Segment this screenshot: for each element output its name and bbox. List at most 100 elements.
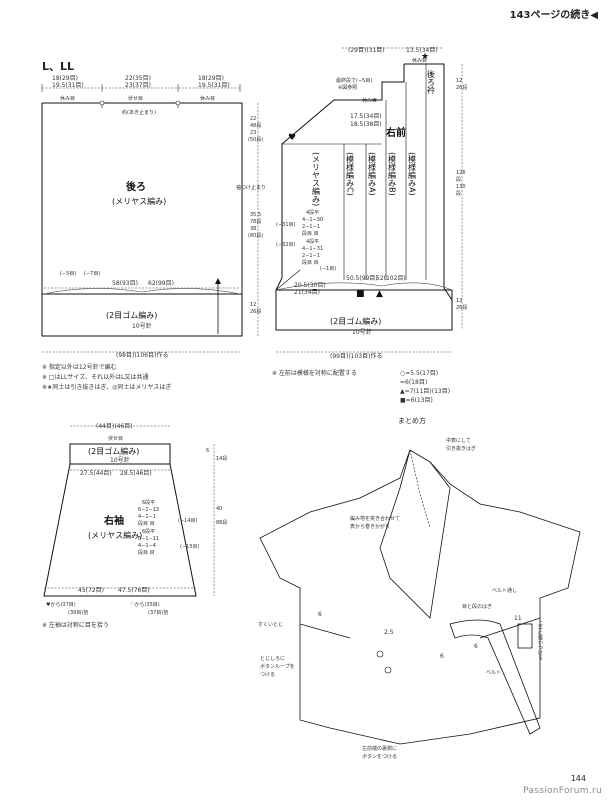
sleeve-from1: ♥から(37目) <box>46 601 76 608</box>
back-top-right: 18(29目) <box>198 75 224 82</box>
assembly-c1: 中表にして <box>446 437 471 444</box>
size-label: L、LL <box>42 60 75 73</box>
sleeve-rib: (2目ゴム編み) <box>88 446 139 456</box>
front-dec4: 段目 目 <box>302 230 319 237</box>
back-diagram: 18(29目) 19.5(31目) 22(35目) 23(37目) 18(29目… <box>41 75 266 359</box>
front-dec6: 4−1−31 <box>302 246 323 252</box>
front-dec5: 4段平 <box>306 238 319 245</box>
sleeve-side-top2: 14段 <box>216 455 227 462</box>
front-pattern-a: (模様編みA) <box>368 152 377 196</box>
square-mark: ■ <box>356 289 365 299</box>
back-top-mid-ll: 23(37目) <box>125 82 151 89</box>
back-stitch: (メリヤス編み) <box>112 196 166 206</box>
sleeve-side-body: 40 <box>216 506 222 512</box>
front-pattern-b: (模様編みB) <box>388 152 397 196</box>
legend-3: ▲=7(11目)(13目) <box>400 388 451 395</box>
front-collar: 後ろ衿 <box>427 69 436 95</box>
back-side-rib2: 26段 <box>250 308 261 315</box>
assembly-d6: 6 <box>318 611 322 618</box>
note-size: ※ □はLLサイズ、それ以外はL又は共通 <box>42 374 149 381</box>
sleeve-inc3: 4−1−1 <box>138 514 156 520</box>
assembly-title: まとめ方 <box>398 417 426 425</box>
back-sleeve-mark: 袖つけ止まり <box>236 184 266 191</box>
sleeve-inc5: 6段平 <box>142 528 155 535</box>
assembly-c12: 目と段のはぎ <box>462 603 492 610</box>
triangle-mark: ▲ <box>376 289 383 299</box>
front-neck4: 17.5(34目) <box>350 113 382 120</box>
sleeve-from1b: (39目)拾 <box>68 609 88 616</box>
back-dec-left: (−5目) <box>60 271 76 277</box>
assembly-diagram: 中表にして 引き抜きはぎ 編み地を突き合わせて 表から巻きかがり すくいとじ と… <box>258 437 581 760</box>
front-title: 右前 <box>385 126 406 139</box>
back-rest-right: 休み目 <box>200 95 215 102</box>
assembly-d6b: 6 <box>474 643 478 650</box>
back-side-top: 22 <box>250 116 256 122</box>
back-cast-on: (98目)(106目)作る <box>116 351 168 359</box>
front-dec3: 2−1−1 <box>302 224 320 230</box>
sleeve-title: 右袖 <box>103 514 124 527</box>
front-diagram: (29目)(31目) 13.5(34目) 休み目 ★ 右前 (メリヤス編み) (… <box>275 47 467 360</box>
front-neck1: 最終段で(−5目) <box>336 77 372 84</box>
back-side-rib: 12 <box>250 302 256 308</box>
front-needle: 10号針 <box>352 328 372 336</box>
legend-4: ■=6(13目) <box>400 397 433 404</box>
sleeve-width1: 27.5(44目) <box>80 470 112 477</box>
front-bottom1: 20.5(30目) <box>294 282 326 289</box>
back-needle: 10号針 <box>132 322 152 330</box>
back-top-left: 18(29目) <box>52 75 78 82</box>
assembly-c4: 表から巻きかがり <box>350 523 390 530</box>
page-number: 144 <box>570 774 586 783</box>
heart-mark: ♥ <box>288 133 296 143</box>
front-stitch: (メリヤス編み) <box>312 152 321 206</box>
back-rib: (2目ゴム編み) <box>106 310 157 320</box>
sleeve-bottom1: 45(72目) <box>78 587 104 594</box>
continued-note: 143ページの続き◀ <box>509 10 598 21</box>
front-rib: (2目ゴム編み) <box>330 316 381 326</box>
sleeve-diagram: (44目)(46目) 伏せ目 (2目ゴム編み) 10号針 27.5(44目) 2… <box>43 423 227 616</box>
back-dec-right: (−7目) <box>84 271 100 277</box>
assembly-c3: 編み地を突き合わせて <box>350 515 400 522</box>
sleeve-side-body2: 88段 <box>216 519 227 526</box>
sleeve-inc1: 6段平 <box>142 499 155 506</box>
note-front: ※ 左前は模様を対称に配置する <box>272 370 357 377</box>
sleeve-inc8: 段目 目 <box>138 549 155 556</box>
back-side-body3: 38 <box>250 226 256 232</box>
sleeve-bottom2: 47.5(76目) <box>118 587 150 594</box>
back-side-body4: (80段) <box>248 232 263 239</box>
front-top2: 13.5(34目) <box>406 47 438 54</box>
legend-1: ○=5.5(17目) <box>400 370 439 377</box>
back-top-mid: 22(35目) <box>125 75 151 82</box>
assembly-c6: とじしろに <box>260 656 285 662</box>
sleeve-inc6: 6−1−11 <box>138 536 159 542</box>
legend-2: =6(18目) <box>400 379 428 386</box>
front-pattern-c: (模様編みC) <box>346 152 355 196</box>
assembly-c9: 左前端の裏側に <box>362 745 397 752</box>
back-side-top4: (50段) <box>248 136 263 143</box>
back-side-top2: 48段 <box>250 122 261 129</box>
sleeve-side-top: 6 <box>206 448 209 454</box>
front-pattern-a2: (模様編みA) <box>408 152 417 196</box>
sleeve-minus15: (−15目) <box>180 544 200 550</box>
front-side-top2: 26段 <box>456 84 467 91</box>
front-neck5: 18.5(38目) <box>350 121 382 128</box>
back-side-body2: 78段 <box>250 218 261 225</box>
assembly-d25: 2.5 <box>384 629 394 636</box>
front-side-rib2: 26段 <box>456 304 467 311</box>
assembly-d11: 11 <box>514 615 522 622</box>
sleeve-minus14: (−14目) <box>178 518 198 524</box>
front-side-top: 12 <box>456 78 462 84</box>
back-side-body: 35.5 <box>250 212 261 218</box>
front-side-body3: 130 <box>456 184 466 190</box>
front-minus1: (−1目) <box>320 266 336 272</box>
sleeve-inc4: 段目 目 <box>138 520 155 527</box>
sleeve-top: (44目)(46目) <box>96 423 133 430</box>
sleeve-width2: 28.5(46目) <box>120 470 152 477</box>
back-rest-left: 休み目 <box>60 95 75 102</box>
front-top1: (29目)(31目) <box>348 47 385 54</box>
sleeve-note: ※ 左袖は対称に目を拾う <box>42 622 109 629</box>
back-top-left-ll: 19.5(31目) <box>52 82 84 89</box>
front-bottom3: 50.5(99目) <box>346 275 378 282</box>
front-side-body2: 段 <box>456 176 461 183</box>
assembly-c14: 上手に縫いつける <box>537 619 543 660</box>
assembly-c8: つける <box>260 672 275 678</box>
